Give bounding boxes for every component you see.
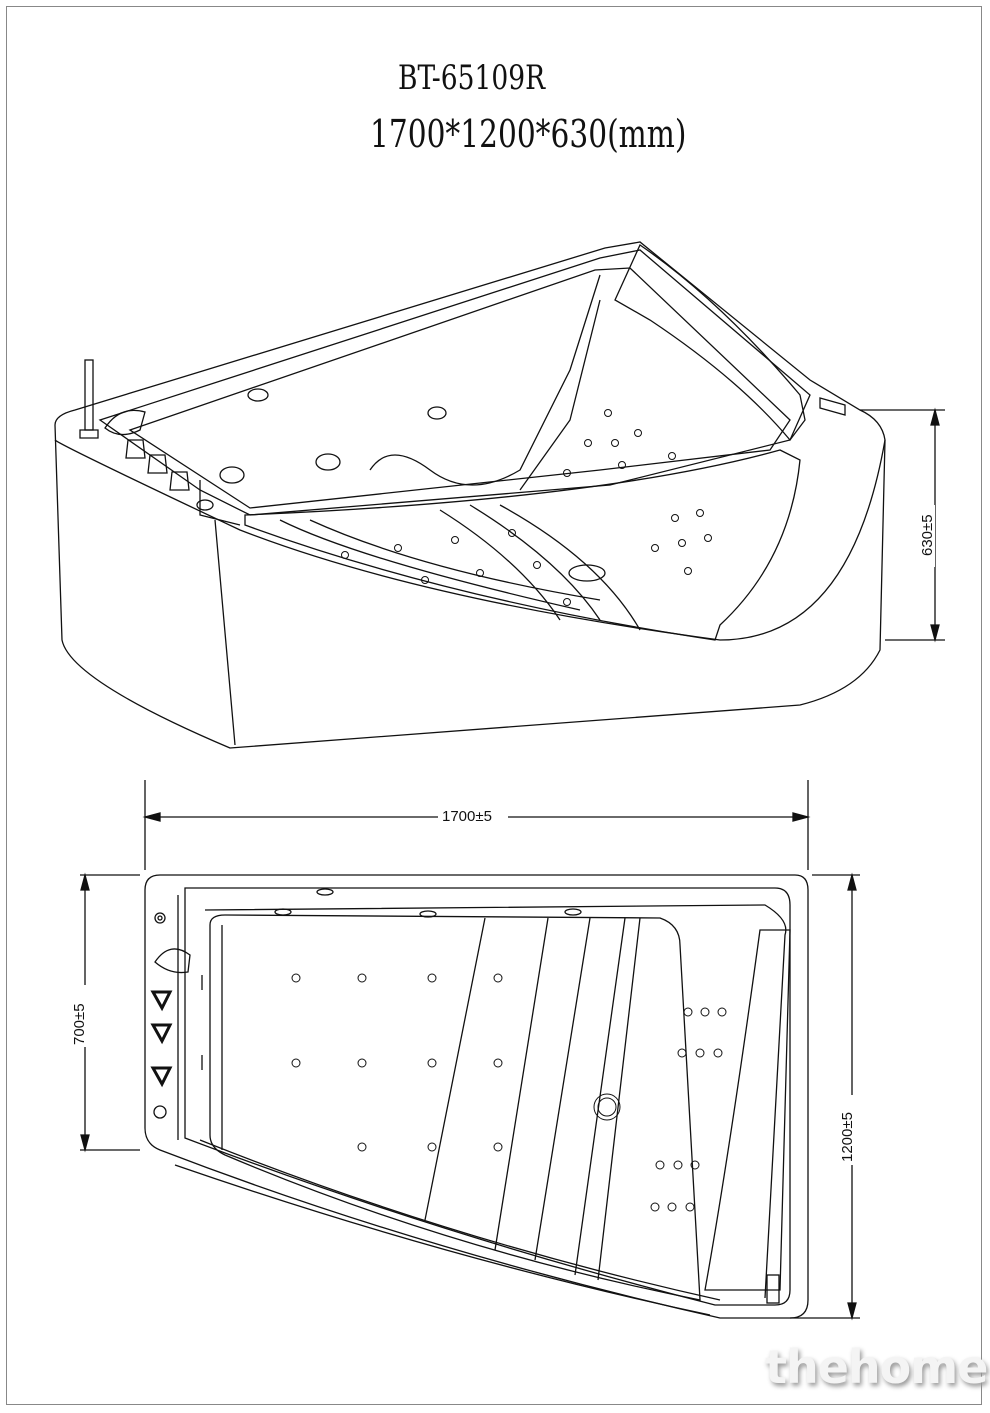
page-frame (6, 6, 982, 1405)
width-label: 1200±5 (839, 1112, 856, 1162)
seat (369, 274, 601, 491)
headrest (614, 244, 806, 442)
plan-inner-basin (209, 914, 701, 1301)
watermark-logo: thehome (765, 1340, 988, 1394)
jets-3d (219, 388, 712, 606)
overall-dimensions: 1700*1200*630(mm) (370, 112, 687, 156)
perspective-view (54, 241, 945, 749)
height-label: 630±5 (919, 514, 936, 556)
plan-jets (291, 973, 727, 1212)
plan-outer-outline (144, 874, 809, 1319)
seat-width-label: 700±5 (71, 1003, 88, 1045)
model-number: BT-65109R (398, 58, 546, 98)
rim-inner (98, 249, 811, 516)
length-label: 1700±5 (442, 808, 492, 825)
plan-headrest (704, 929, 791, 1291)
tub-body-outline (54, 241, 886, 749)
plan-controls (150, 888, 582, 1119)
basin (128, 267, 791, 509)
faucet (79, 359, 214, 511)
glass-front (244, 449, 801, 641)
plan-view (80, 780, 860, 1321)
